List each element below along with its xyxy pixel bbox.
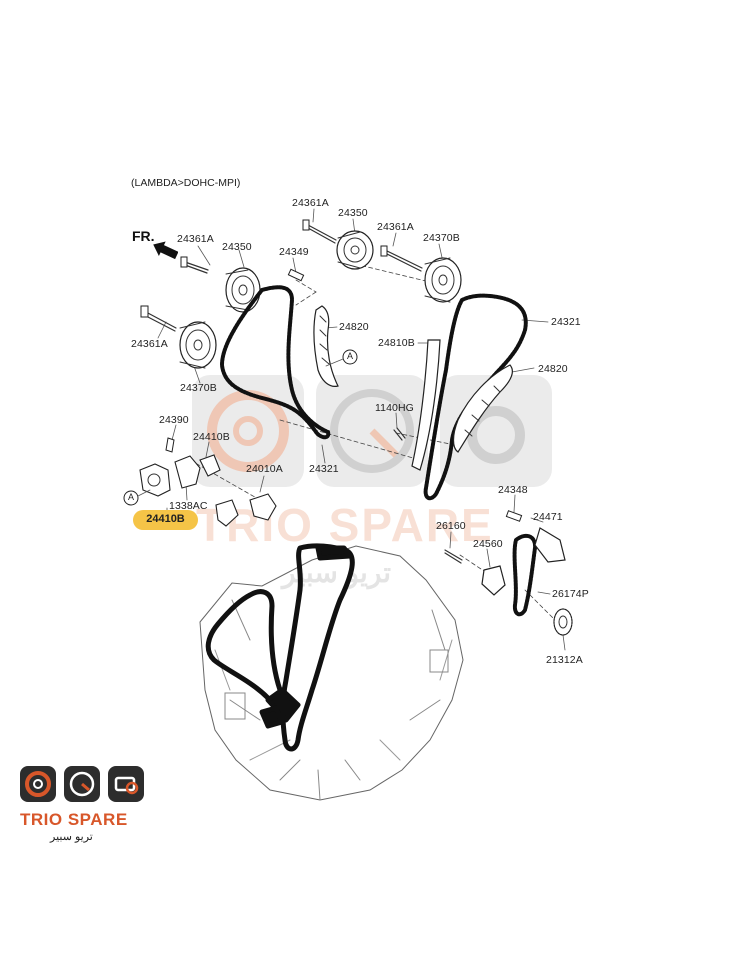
timing-chain-24321-left [219, 285, 331, 440]
label-24348: 24348 [498, 484, 528, 496]
bolt-24361A-top [307, 224, 337, 244]
label-24361A-left: 24361A [177, 233, 214, 245]
highlighted-part-badge[interactable]: 24410B [133, 510, 198, 530]
label-24361A-mid: 24361A [377, 221, 414, 233]
tensioner-24560 [481, 565, 506, 596]
pin-24348 [505, 510, 523, 522]
gasket-24010A-1 [215, 499, 239, 527]
bolt-26160 [444, 549, 463, 564]
logo-gauge-icon [64, 766, 100, 802]
front-arrow-icon [153, 241, 178, 260]
highlighted-part-number: 24410B [146, 513, 185, 525]
logo-brand-part1: TRIO [20, 810, 63, 829]
bolt-24361A-left [184, 261, 209, 274]
label-24321-mid: 24321 [309, 463, 339, 475]
crank-sprocket-21312A [553, 608, 573, 636]
bolt-24361A-mid [384, 249, 423, 272]
cam-sprocket-24350-top [336, 230, 374, 270]
label-24010A: 24010A [246, 463, 283, 475]
label-26174P: 26174P [552, 588, 589, 600]
engine-block-outline [199, 545, 464, 801]
watermark-emblem [192, 375, 552, 487]
cam-sprocket-24350-left [225, 267, 261, 313]
ref-circle-a-lower [123, 490, 139, 506]
label-24370B-left: 24370B [180, 382, 217, 394]
label-24370B-right: 24370B [423, 232, 460, 244]
logo-engine-icon [108, 766, 144, 802]
tensioner-arm-24820 [452, 364, 513, 453]
label-24361A-lower: 24361A [131, 338, 168, 350]
chain-guide-24820-top [313, 305, 339, 387]
label-24390: 24390 [159, 414, 189, 426]
timing-chain-lower [512, 533, 538, 617]
pin-24349 [287, 268, 305, 282]
label-24350-left: 24350 [222, 241, 252, 253]
tensioner-24471 [534, 527, 566, 563]
label-24410B: 24410B [193, 431, 230, 443]
label-24361A-top: 24361A [292, 197, 329, 209]
label-24321-right: 24321 [551, 316, 581, 328]
chain-guide-24810B [411, 339, 441, 471]
timing-chain-24321-right [423, 293, 528, 501]
label-24820-right: 24820 [538, 363, 568, 375]
engine-front-chain [205, 543, 355, 752]
label-24810B: 24810B [378, 337, 415, 349]
ref-letter-a-lower: A [128, 492, 135, 502]
label-24471: 24471 [533, 511, 563, 523]
bolt-1140HG [393, 427, 406, 441]
cam-sprocket-24370B-right [424, 257, 462, 303]
label-1338AC: 1338AC [169, 500, 208, 512]
brand-logo: TRIO SPARE تريو سبير [20, 766, 145, 846]
cam-sprocket-24370B-left [179, 321, 217, 369]
label-24560: 24560 [473, 538, 503, 550]
watermark-brand: TRIO SPARE [196, 499, 494, 551]
logo-brand-part2: SPARE [67, 810, 128, 829]
logo-brand-text: TRIO SPARE [20, 810, 128, 830]
label-24820-top: 24820 [339, 321, 369, 333]
label-1140HG: 1140HG [375, 402, 414, 414]
ref-circle-a-upper [342, 349, 358, 365]
label-24350-top: 24350 [338, 207, 368, 219]
gasket-24010A-2 [249, 493, 277, 521]
engine-variant-label: (LAMBDA>DOHC-MPI) [131, 177, 241, 189]
logo-arabic-text: تريو سبير [50, 831, 93, 843]
front-marker-label: FR. [132, 228, 155, 244]
oil-pump-tensioner-24410B [139, 437, 221, 497]
label-26160: 26160 [436, 520, 466, 532]
label-24349: 24349 [279, 246, 309, 258]
bolt-24361A-lower [145, 311, 177, 332]
logo-disc-icon [20, 766, 56, 802]
label-21312A: 21312A [546, 654, 583, 666]
ref-letter-a-upper: A [347, 351, 354, 361]
